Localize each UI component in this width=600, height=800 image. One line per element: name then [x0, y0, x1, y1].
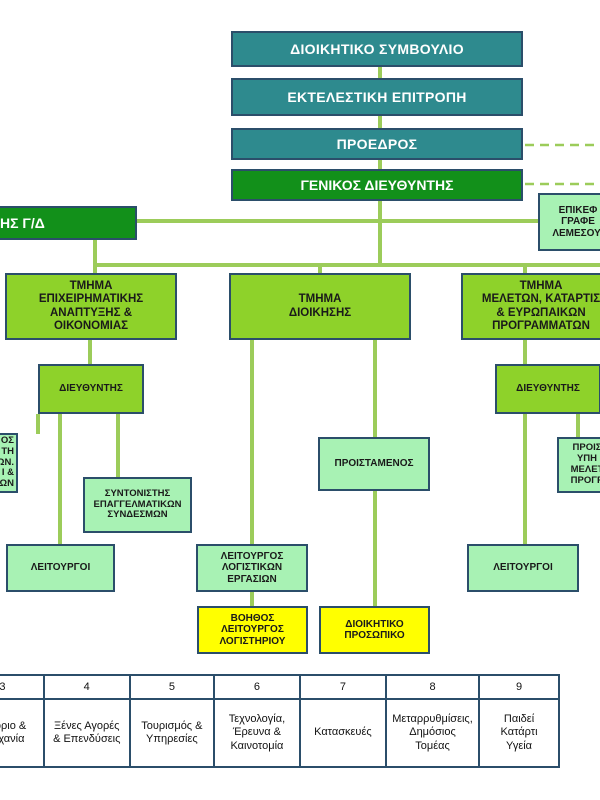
executive-committee-box: ΕΚΤΕΛΕΣΤΙΚΗ ΕΠΙΤΡΟΠΗ [231, 78, 523, 116]
right-partial-header-box: ΕΠΙΚΕΦ ΓΡΑΦΕ ΛΕΜΕΣΟΥ- [538, 193, 600, 251]
assistant-officer-box: ΒΟΗΘΟΣ ΛΕΙΤΟΥΡΓΟΣ ΛΟΓΙΣΤΗΡΙΟΥ [197, 606, 308, 654]
sector-number: 9 [478, 674, 560, 700]
left-partial-box: ΟΣ ΤΗ ΩΝ. Ι & ΩΝ [0, 433, 18, 493]
sector-label: Παιδεί Κατάρτι Υγεία [478, 698, 560, 768]
sector-labels-row: τόριο & υχανία Ξένες Αγορές & Επενδύσεις… [0, 698, 560, 768]
board-box: ΔΙΟΙΚΗΤΙΚΟ ΣΥΜΒΟΥΛΙΟ [231, 31, 523, 67]
general-director-box: ΓΕΝΙΚΟΣ ΔΙΕΥΘΥΝΤΗΣ [231, 169, 523, 201]
sector-label: τόριο & υχανία [0, 698, 45, 768]
officers-left-box: ΛΕΙΤΟΥΡΓΟΙ [6, 544, 115, 592]
left-partial-header-box: ΗΣ Γ/Δ [0, 206, 137, 240]
sector-number: 4 [42, 674, 131, 700]
sector-number: 8 [384, 674, 481, 700]
department-administration-box: ΤΜΗΜΑ ΔΙΟΙΚΗΣΗΣ [229, 273, 411, 340]
sector-label: Ξένες Αγορές & Επενδύσεις [42, 698, 131, 768]
sectors-table: 3 4 5 6 7 8 9 τόριο & υχανία Ξένες Αγορέ… [0, 674, 560, 768]
sector-number: 7 [298, 674, 387, 700]
admin-staff-box: ΔΙΟΙΚΗΤΙΚΟ ΠΡΟΣΩΠΙΚΟ [319, 606, 430, 654]
accounting-officer-box: ΛΕΙΤΟΥΡΓΟΣ ΛΟΓΙΣΤΙΚΩΝ ΕΡΓΑΣΙΩΝ [196, 544, 308, 592]
sector-label: Τουρισμός & Υπηρεσίες [128, 698, 216, 768]
director-business-box: ΔΙΕΥΘΥΝΤΗΣ [38, 364, 144, 414]
coordinator-box: ΣΥΝΤΟΝΙΣΤΗΣ ΕΠΑΓΓΕΛΜΑΤΙΚΩΝ ΣΥΝΔΕΣΜΩΝ [83, 477, 192, 533]
right-partial-box: ΠΡΟΙΣ ΥΠΗ ΜΕΛΕΤ ΠΡΟΓΡ [557, 437, 600, 493]
supervisor-box: ΠΡΟΙΣΤΑΜΕΝΟΣ [318, 437, 430, 491]
department-studies-box: ΤΜΗΜΑ ΜΕΛΕΤΩΝ, ΚΑΤΑΡΤΙΣ & ΕΥΡΩΠΑΙΚΩΝ ΠΡΟ… [461, 273, 600, 340]
department-business-box: ΤΜΗΜΑ ΕΠΙΧΕΙΡΗΜΑΤΙΚΗΣ ΑΝΑΠΤΥΞΗΣ & ΟΙΚΟΝΟ… [5, 273, 177, 340]
sector-number: 5 [128, 674, 216, 700]
officers-right-box: ΛΕΙΤΟΥΡΓΟΙ [467, 544, 579, 592]
sector-label: Κατασκευές [298, 698, 387, 768]
sector-label: Τεχνολογία, Έρευνα & Καινοτομία [213, 698, 301, 768]
sector-label: Μεταρρυθμίσεις, Δημόσιος Τομέας [384, 698, 481, 768]
sector-number: 6 [213, 674, 301, 700]
president-box: ΠΡΟΕΔΡΟΣ [231, 128, 523, 160]
sector-numbers-row: 3 4 5 6 7 8 9 [0, 674, 560, 700]
director-studies-box: ΔΙΕΥΘΥΝΤΗΣ [495, 364, 600, 414]
sector-number: 3 [0, 674, 45, 700]
